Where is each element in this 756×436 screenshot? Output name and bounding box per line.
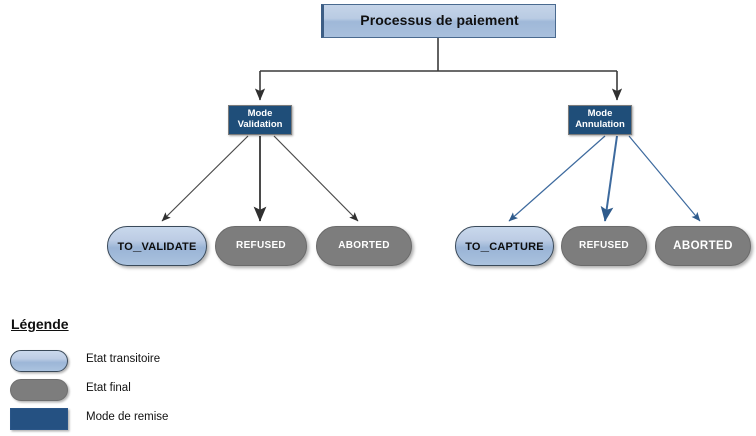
legend: Légende Etat transitoire Etat final Mode… xyxy=(0,305,260,436)
process-title-box[interactable]: Processus de paiement xyxy=(321,4,556,38)
state-aborted-annulation[interactable]: ABORTED xyxy=(655,226,751,266)
legend-swatch-final xyxy=(10,379,68,401)
legend-swatch-transient xyxy=(10,350,68,372)
mode-validation-line2: Validation xyxy=(237,119,283,130)
edge-annulation-to-refused xyxy=(600,135,618,222)
mode-box-annulation[interactable]: Mode Annulation xyxy=(568,105,632,135)
legend-label-final: Etat final xyxy=(86,382,131,394)
edge-root-bus xyxy=(260,38,617,72)
state-refused-annulation[interactable]: REFUSED xyxy=(561,226,647,266)
edge-annulation-to-aborted xyxy=(628,135,701,222)
legend-label-mode: Mode de remise xyxy=(86,411,169,423)
state-aborted-validation[interactable]: ABORTED xyxy=(316,226,412,266)
mode-box-validation[interactable]: Mode Validation xyxy=(228,105,292,135)
legend-swatch-mode xyxy=(10,408,68,430)
legend-title: Légende xyxy=(11,316,69,332)
state-to-validate[interactable]: To_validate xyxy=(107,226,207,266)
edge-validation-to-to-validate xyxy=(161,135,249,222)
mode-validation-line1: Mode xyxy=(247,108,273,120)
mode-annulation-line1: Mode xyxy=(587,108,613,120)
edge-validation-to-aborted xyxy=(273,135,359,222)
legend-label-transient: Etat transitoire xyxy=(86,353,161,365)
mode-annulation-line2: Annulation xyxy=(575,119,625,130)
edge-annulation-to-to-capture xyxy=(508,135,606,222)
state-refused-validation[interactable]: REFUSED xyxy=(215,226,307,266)
state-to-capture[interactable]: To_capture xyxy=(455,226,554,266)
